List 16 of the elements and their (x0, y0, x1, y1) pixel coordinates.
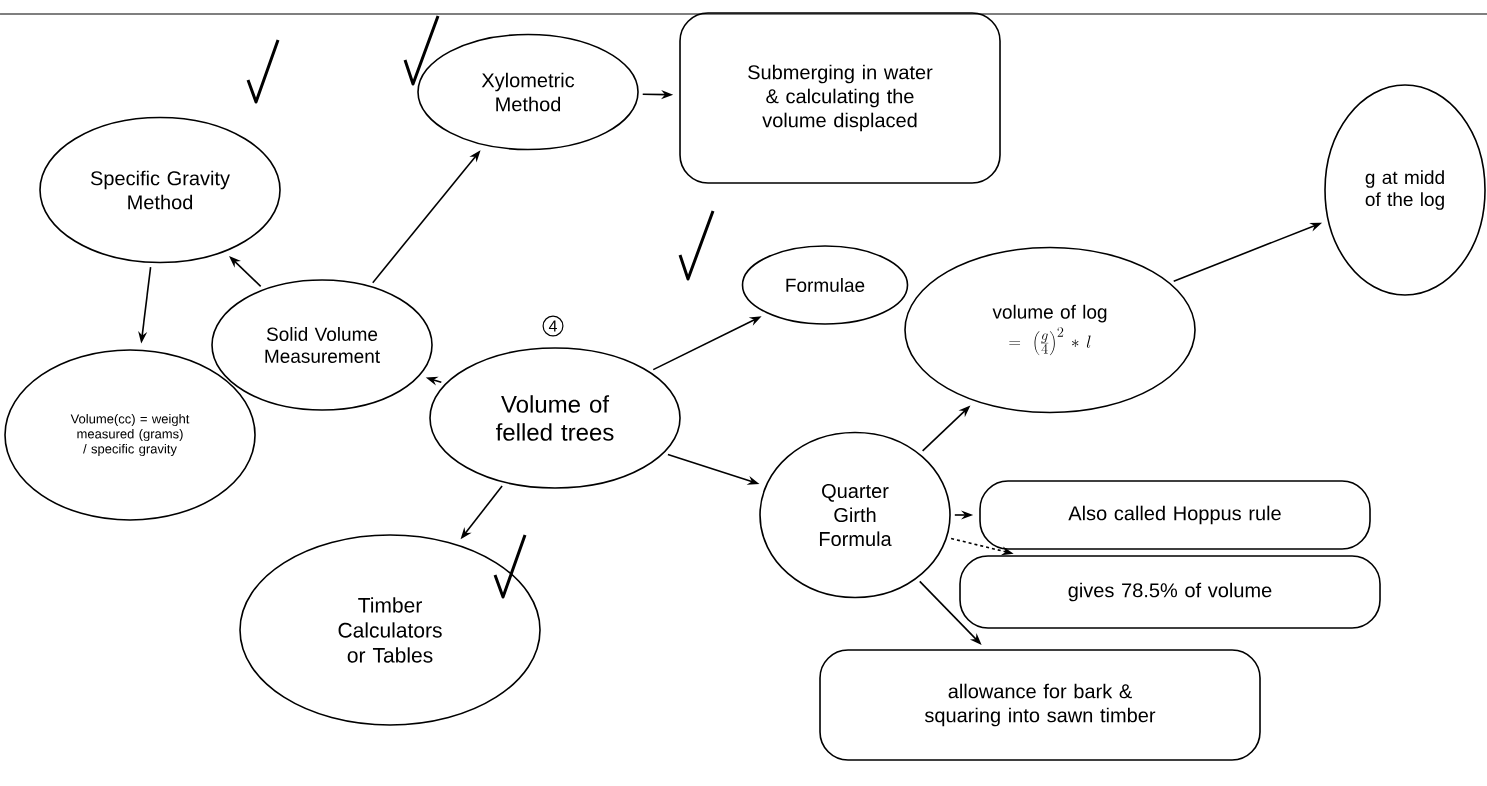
bubble: Timber Calculators or Tables (239, 534, 541, 726)
bubble: Specific Gravity Method (39, 116, 281, 264)
bubble: Xylometric Method (417, 33, 639, 151)
rounded-box: gives 78.5% of volume (959, 555, 1381, 629)
rounded-box: Submerging in water & calculating the volume displaced (679, 12, 1001, 184)
rounded-box: Also called Hoppus rule (979, 480, 1371, 550)
bubble: Formulae (741, 245, 909, 325)
bubble: g at midd of the log (1324, 84, 1486, 296)
rounded-box: allowance for bark & squaring into sawn timber (819, 649, 1261, 761)
bubble: Volume(cc) = weight measured (grams) / specific gravity (4, 349, 256, 521)
callout-number: 4 (542, 315, 564, 337)
arrow (229, 256, 262, 288)
bubble: Quarter Girth Formula (759, 431, 951, 599)
bubble: Solid Volume Measurement (211, 279, 433, 411)
bubble: Volume of felled trees (429, 347, 681, 489)
bubble: volume of log $=\left(\frac{g}{4}\right)^{2}\ast l$ (904, 246, 1196, 414)
